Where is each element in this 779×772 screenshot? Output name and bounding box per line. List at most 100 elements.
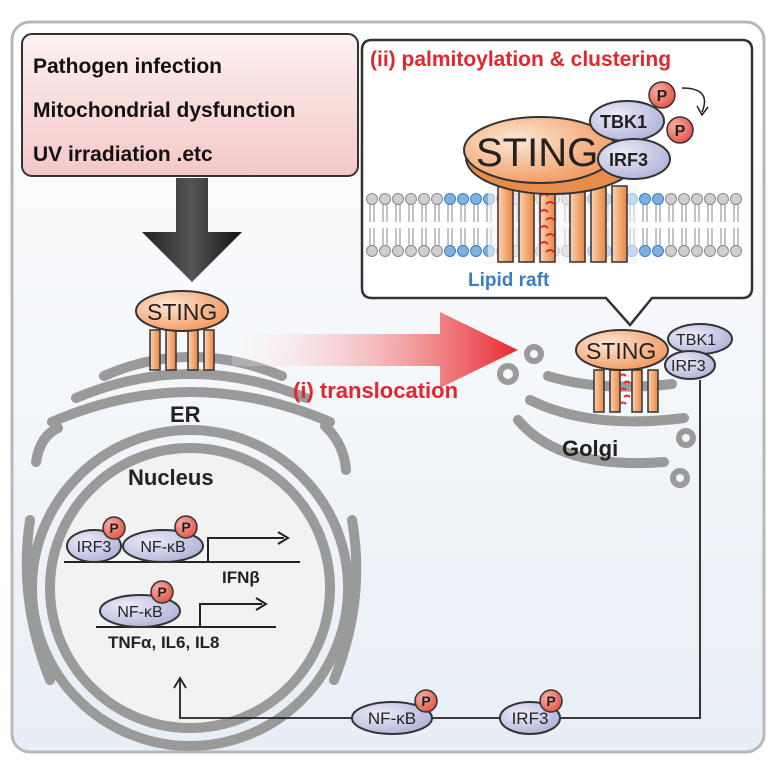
er-outer-wrap xyxy=(21,515,55,685)
lipid-head xyxy=(730,245,742,257)
lipid-head xyxy=(470,193,482,205)
er-outer-wrap-right xyxy=(329,515,362,685)
nucleus-irf3-label: IRF3 xyxy=(77,539,112,556)
golgi-helix xyxy=(631,369,643,413)
nucleus-irf3 xyxy=(66,529,122,563)
nucleus-nfkb-1-phospho-label: P xyxy=(181,519,190,535)
lipid-head xyxy=(457,245,469,257)
lipid-raft-label: Lipid raft xyxy=(468,270,550,291)
golgi-vesicle xyxy=(497,363,519,385)
stimulus-uv: UV irradiation .etc xyxy=(33,143,213,166)
palmitoyl-chain xyxy=(545,249,555,253)
er-helix xyxy=(165,329,177,371)
nucleus-nfkb-2-phospho xyxy=(150,580,174,604)
callout-irf3 xyxy=(597,138,671,180)
golgi-irf3 xyxy=(664,350,716,380)
callout-irf3-label: IRF3 xyxy=(609,150,648,170)
clustered-sting-transmembrane xyxy=(488,165,638,264)
lipid-head xyxy=(444,193,456,205)
lipid-head xyxy=(366,193,378,205)
callout-phospho-irf3 xyxy=(666,116,694,144)
lipid-head xyxy=(678,245,690,257)
palmitoyl-chain xyxy=(545,233,555,237)
tss-arrowhead-ifnb xyxy=(277,531,290,545)
tss-arrow-ifnb xyxy=(207,537,284,562)
nucleus-irf3-phospho xyxy=(102,516,126,540)
lipid-head xyxy=(678,193,690,205)
callout-helix xyxy=(518,185,535,263)
callout-sting-label: STING xyxy=(476,131,598,175)
callout-helix xyxy=(497,185,514,263)
golgi-vesicle xyxy=(524,344,544,364)
er-helix xyxy=(187,329,199,371)
lipid-head xyxy=(405,193,417,205)
path-nfkb-phospho xyxy=(414,689,438,713)
nucleus-nfkb-1-phospho xyxy=(174,515,198,539)
gene-cytokines-label: TNFα, IL6, IL8 xyxy=(108,633,220,652)
lipid-head xyxy=(392,193,404,205)
lipid-head xyxy=(470,245,482,257)
lipid-head xyxy=(431,193,443,205)
callout-title: (ii) palmitoylation & clustering xyxy=(370,48,671,71)
nucleus-nfkb-2-label: NF-κB xyxy=(117,604,162,621)
er-sting xyxy=(135,290,229,332)
path-irf3-label: IRF3 xyxy=(512,709,549,728)
golgi-palmitoyl-chain xyxy=(623,380,631,384)
lipid-head xyxy=(730,193,742,205)
nucleus-irf3-phospho-label: P xyxy=(109,520,118,536)
tss-arrowhead-cytokines xyxy=(255,597,268,611)
translocation-label: (i) translocation xyxy=(293,378,458,403)
palmitoyl-chain xyxy=(539,209,549,213)
path-irf3-phospho-label: P xyxy=(546,693,555,709)
lipid-head xyxy=(366,245,378,257)
path-nfkb-phospho-label: P xyxy=(421,693,430,709)
golgi-palmitoyl-chain xyxy=(623,394,631,398)
stimuli-box xyxy=(21,33,359,177)
lipid-head xyxy=(665,193,677,205)
lipid-head xyxy=(691,193,703,205)
lipid-head xyxy=(457,193,469,205)
path-nfkb xyxy=(351,701,433,735)
lipid-head xyxy=(704,245,716,257)
stimulus-mitochondrial: Mitochondrial dysfunction xyxy=(33,99,296,122)
golgi-irf3-label: IRF3 xyxy=(671,358,706,375)
golgi-palmitoyl-chain xyxy=(619,401,627,405)
er-helix xyxy=(149,329,161,371)
lipid-head xyxy=(717,193,729,205)
nucleus-nfkb-1-label: NF-κB xyxy=(140,539,185,556)
signal-path-line xyxy=(179,380,701,719)
nucleus xyxy=(45,443,335,733)
er-helix xyxy=(203,329,215,371)
nucleus-nfkb-2-phospho-label: P xyxy=(157,584,166,600)
callout-helix xyxy=(611,185,628,263)
lipid-head xyxy=(639,245,651,257)
lipid-head xyxy=(444,245,456,257)
lipid-head xyxy=(717,245,729,257)
lipid-head xyxy=(652,245,664,257)
callout-phospho-irf3-label: P xyxy=(675,123,686,140)
lipid-head xyxy=(405,245,417,257)
golgi-label: Golgi xyxy=(562,436,618,461)
callout-helix xyxy=(569,185,586,263)
er-label: ER xyxy=(170,402,201,427)
golgi-palmitoyl-chain xyxy=(619,373,627,377)
golgi-helix xyxy=(609,369,621,413)
callout-tbk1-label: TBK1 xyxy=(600,112,647,132)
translocation-arrow xyxy=(232,312,518,388)
lipid-head xyxy=(418,193,430,205)
lipid-head xyxy=(431,245,443,257)
lipid-head xyxy=(379,193,391,205)
callout-phospho-tbk1-label: P xyxy=(657,88,668,105)
autophosphorylation-arrowhead xyxy=(696,105,709,117)
lipid-head xyxy=(652,193,664,205)
callout-helix xyxy=(590,185,607,263)
gene-ifnb-label: IFNβ xyxy=(222,568,260,587)
golgi-vesicle xyxy=(676,428,696,448)
autophosphorylation-arrow xyxy=(681,87,706,113)
golgi-helix xyxy=(647,369,659,413)
er-sting-label: STING xyxy=(147,299,217,325)
palmitoyl-chain xyxy=(539,225,549,229)
golgi-palmitoyl-chain xyxy=(619,387,627,391)
golgi-helix xyxy=(593,369,605,413)
